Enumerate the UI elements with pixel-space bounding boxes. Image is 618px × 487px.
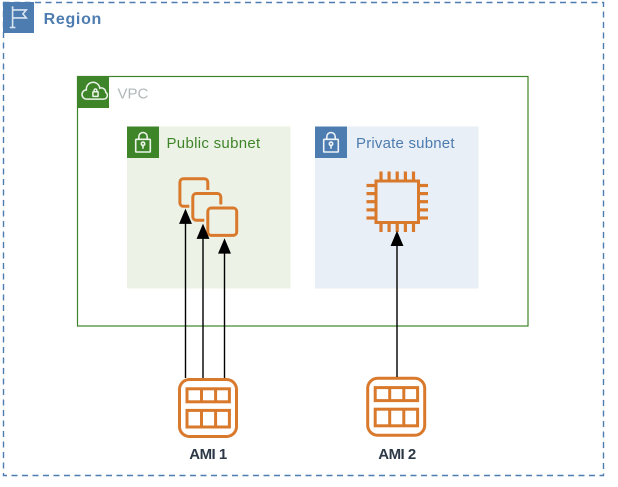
svg-text:AMI 1: AMI 1 bbox=[189, 446, 227, 463]
svg-text:VPC: VPC bbox=[118, 86, 149, 103]
svg-text:Region: Region bbox=[44, 11, 102, 28]
svg-text:Public subnet: Public subnet bbox=[167, 135, 261, 152]
svg-text:Private subnet: Private subnet bbox=[356, 135, 455, 152]
svg-text:AMI 2: AMI 2 bbox=[378, 446, 416, 463]
